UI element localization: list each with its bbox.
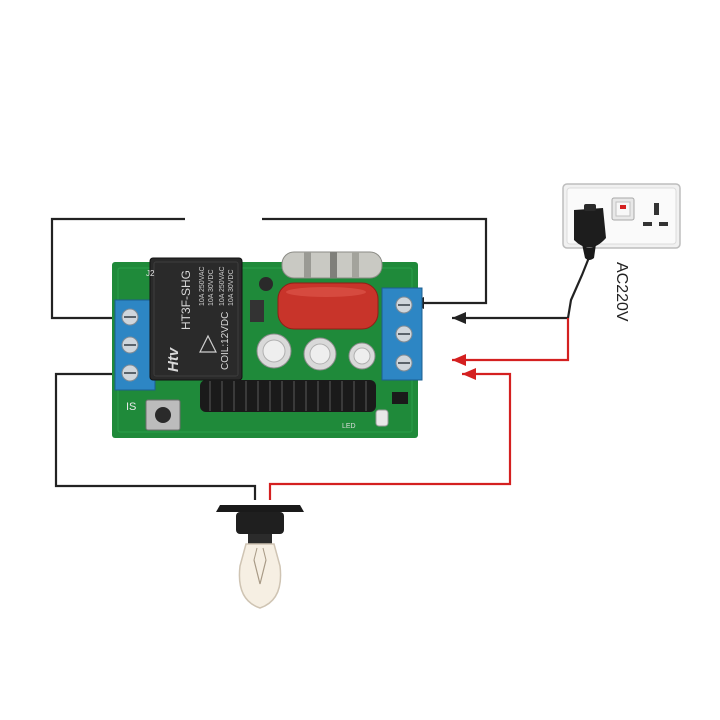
mains-plug xyxy=(574,204,606,260)
bulb-glass xyxy=(238,543,282,609)
relay-rating-3: 10A 250VAC xyxy=(219,266,226,306)
terminal-block-left xyxy=(114,299,156,391)
relay-body xyxy=(149,257,243,381)
red-wire-load xyxy=(268,372,512,500)
status-led xyxy=(375,409,389,427)
relay-model: HT3F-SHG xyxy=(179,270,193,330)
learn-button xyxy=(145,399,181,431)
electrolytic-capacitors xyxy=(256,333,376,371)
relay-brand: Htv xyxy=(165,346,182,372)
small-component-2 xyxy=(250,300,264,322)
black-wire-neutral xyxy=(452,254,592,320)
arrow-red-lower xyxy=(462,368,476,380)
relay-rating-4: 10A 30VDC xyxy=(228,269,235,306)
antenna-coil xyxy=(200,380,376,412)
wires xyxy=(50,217,592,500)
black-wire-top-loop xyxy=(50,217,185,320)
relay-coil: COIL:12VDC xyxy=(220,312,231,370)
supply-label: AC220V xyxy=(613,262,630,322)
relay: Htv HT3F-SHG 10A 250VAC 10A 30VDC 10A 25… xyxy=(149,257,243,381)
arrow-red-upper xyxy=(452,354,466,366)
relay-rating-2: 10A 30VDC xyxy=(208,269,215,306)
arrow-black-lower xyxy=(452,312,466,324)
relay-rating-1: 10A 250VAC xyxy=(199,266,206,306)
black-wire-top-right xyxy=(262,217,488,305)
led-label: LED xyxy=(342,423,356,430)
button-label: IS xyxy=(126,401,136,413)
black-wire-load xyxy=(54,372,257,500)
relay-ce-mark-icon xyxy=(199,334,217,353)
power-resistor xyxy=(281,251,383,279)
jumper xyxy=(392,392,408,404)
bulb-holder xyxy=(216,505,304,512)
socket-hole-left xyxy=(643,222,652,226)
corner-label: J2 xyxy=(146,269,155,278)
plug-body xyxy=(574,208,606,248)
socket-hole-earth xyxy=(654,203,659,215)
red-wire-live xyxy=(452,318,570,362)
receiver-board: Htv HT3F-SHG 10A 250VAC 10A 30VDC 10A 25… xyxy=(112,251,423,438)
small-component-1 xyxy=(259,277,273,291)
light-bulb xyxy=(216,505,304,609)
terminal-block-right xyxy=(381,287,423,381)
socket-hole-right xyxy=(659,222,668,226)
